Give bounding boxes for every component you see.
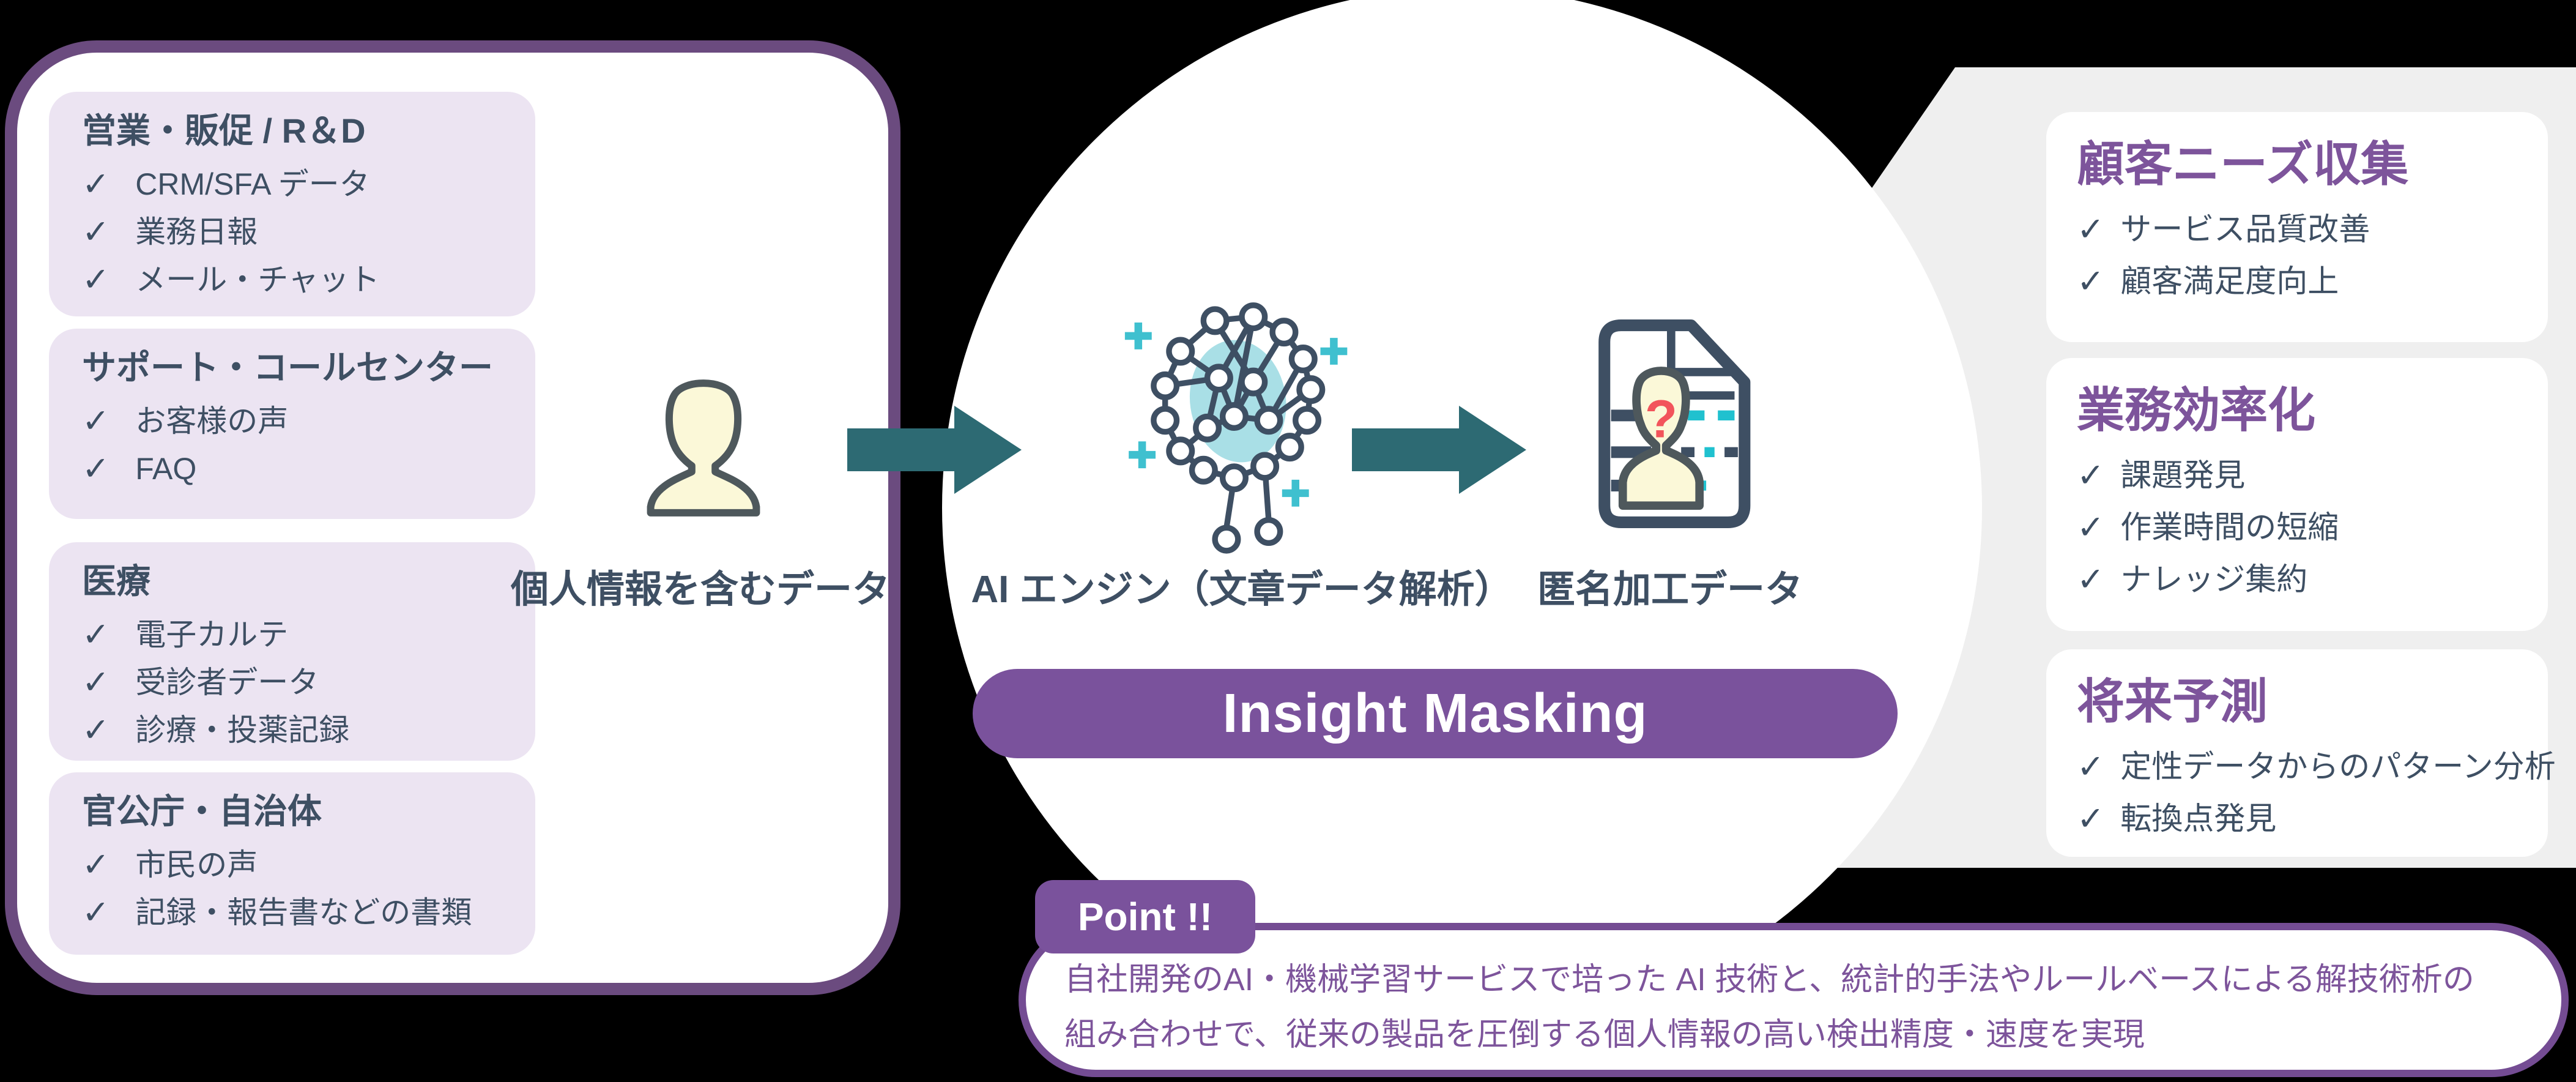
- list-item: FAQ: [82, 453, 502, 484]
- benefit-card-heading: 顧客ニーズ収集: [2077, 137, 2409, 191]
- check-icon: [82, 849, 109, 880]
- point-badge: Point !!: [1035, 880, 1255, 953]
- check-icon: [82, 169, 109, 200]
- list-item: 記録・報告書などの書類: [82, 897, 502, 928]
- check-icon: [2077, 266, 2104, 297]
- person-icon: [647, 379, 760, 517]
- check-icon: [2077, 460, 2104, 491]
- source-group-heading: 医療: [82, 562, 150, 600]
- list-item: 定性データからのパターン分析: [2077, 751, 2555, 782]
- list-item: 転換点発見: [2077, 803, 2517, 834]
- list-item: 作業時間の短縮: [2077, 512, 2517, 543]
- check-icon: [82, 264, 109, 295]
- list-item: サービス品質改善: [2077, 214, 2517, 245]
- list-item: 電子カルテ: [82, 619, 502, 650]
- list-item: ナレッジ集約: [2077, 564, 2517, 595]
- source-group-heading: 営業・販促 / R＆D: [82, 111, 366, 150]
- list-item: 課題発見: [2077, 460, 2517, 491]
- check-icon: [82, 406, 109, 436]
- list-item: お客様の声: [82, 406, 502, 436]
- check-icon: [2077, 752, 2104, 782]
- check-icon: [82, 667, 109, 698]
- flow-circle-background: [942, 0, 1982, 1028]
- check-icon: [2077, 512, 2104, 543]
- output-data-label: 匿名加工データ: [1537, 569, 1803, 611]
- svg-text:?: ?: [1645, 389, 1677, 449]
- benefit-card-customer-needs: 顧客ニーズ収集 サービス品質改善 顧客満足度向上: [2046, 112, 2548, 342]
- check-icon: [2077, 214, 2104, 245]
- check-icon: [2077, 564, 2104, 595]
- check-icon: [82, 619, 109, 650]
- benefit-card-efficiency: 業務効率化 課題発見 作業時間の短縮 ナレッジ集約: [2046, 358, 2548, 631]
- source-group-heading: 官公庁・自治体: [82, 792, 322, 830]
- source-group-heading: サポート・コールセンター: [82, 348, 493, 387]
- list-item: 業務日報: [82, 217, 502, 247]
- source-group-sales: 営業・販促 / R＆D CRM/SFA データ 業務日報 メール・チャット: [49, 92, 535, 316]
- check-icon: [82, 453, 109, 484]
- flow-arrow-icon: [847, 406, 1022, 494]
- input-data-label: 個人情報を含むデータ: [510, 569, 890, 611]
- source-group-medical: 医療 電子カルテ 受診者データ 診療・投薬記録: [49, 542, 535, 761]
- benefit-card-heading: 業務効率化: [2077, 383, 2316, 437]
- point-description: 自社開発のAI・機械学習サービスで培った AI 技術と、統計的手法やルールベース…: [1064, 952, 2545, 1062]
- ai-brain-network-icon: [1124, 302, 1348, 554]
- benefit-card-forecast: 将来予測 定性データからのパターン分析 転換点発見: [2046, 649, 2556, 857]
- check-icon: [82, 217, 109, 247]
- check-icon: [82, 715, 109, 745]
- source-group-government: 官公庁・自治体 市民の声 記録・報告書などの書類: [49, 772, 535, 955]
- list-item: 受診者データ: [82, 667, 502, 698]
- list-item: 診療・投薬記録: [82, 715, 502, 745]
- flow-arrow-icon: [1352, 406, 1526, 494]
- point-description-line1: 自社開発のAI・機械学習サービスで培った AI 技術と、統計的手法やルールベース…: [1064, 962, 2474, 998]
- point-badge-label: Point !!: [1077, 895, 1213, 939]
- list-item: メール・チャット: [82, 264, 502, 295]
- point-description-line2: 組み合わせで、従来の製品を圧倒する個人情報の高い検出精度・速度を実現: [1064, 1017, 2145, 1053]
- product-name-pill: Insight Masking: [973, 669, 1898, 758]
- source-group-support: サポート・コールセンター お客様の声 FAQ: [49, 329, 535, 519]
- benefit-card-heading: 将来予測: [2077, 674, 2268, 728]
- product-name-label: Insight Masking: [1222, 682, 1648, 744]
- check-icon: [82, 897, 109, 928]
- check-icon: [2077, 804, 2104, 834]
- anonymized-document-icon: ?: [1598, 319, 1751, 528]
- list-item: CRM/SFA データ: [82, 169, 502, 200]
- list-item: 顧客満足度向上: [2077, 266, 2517, 297]
- list-item: 市民の声: [82, 849, 502, 880]
- ai-engine-label: AI エンジン（文章データ解析）: [971, 569, 1513, 611]
